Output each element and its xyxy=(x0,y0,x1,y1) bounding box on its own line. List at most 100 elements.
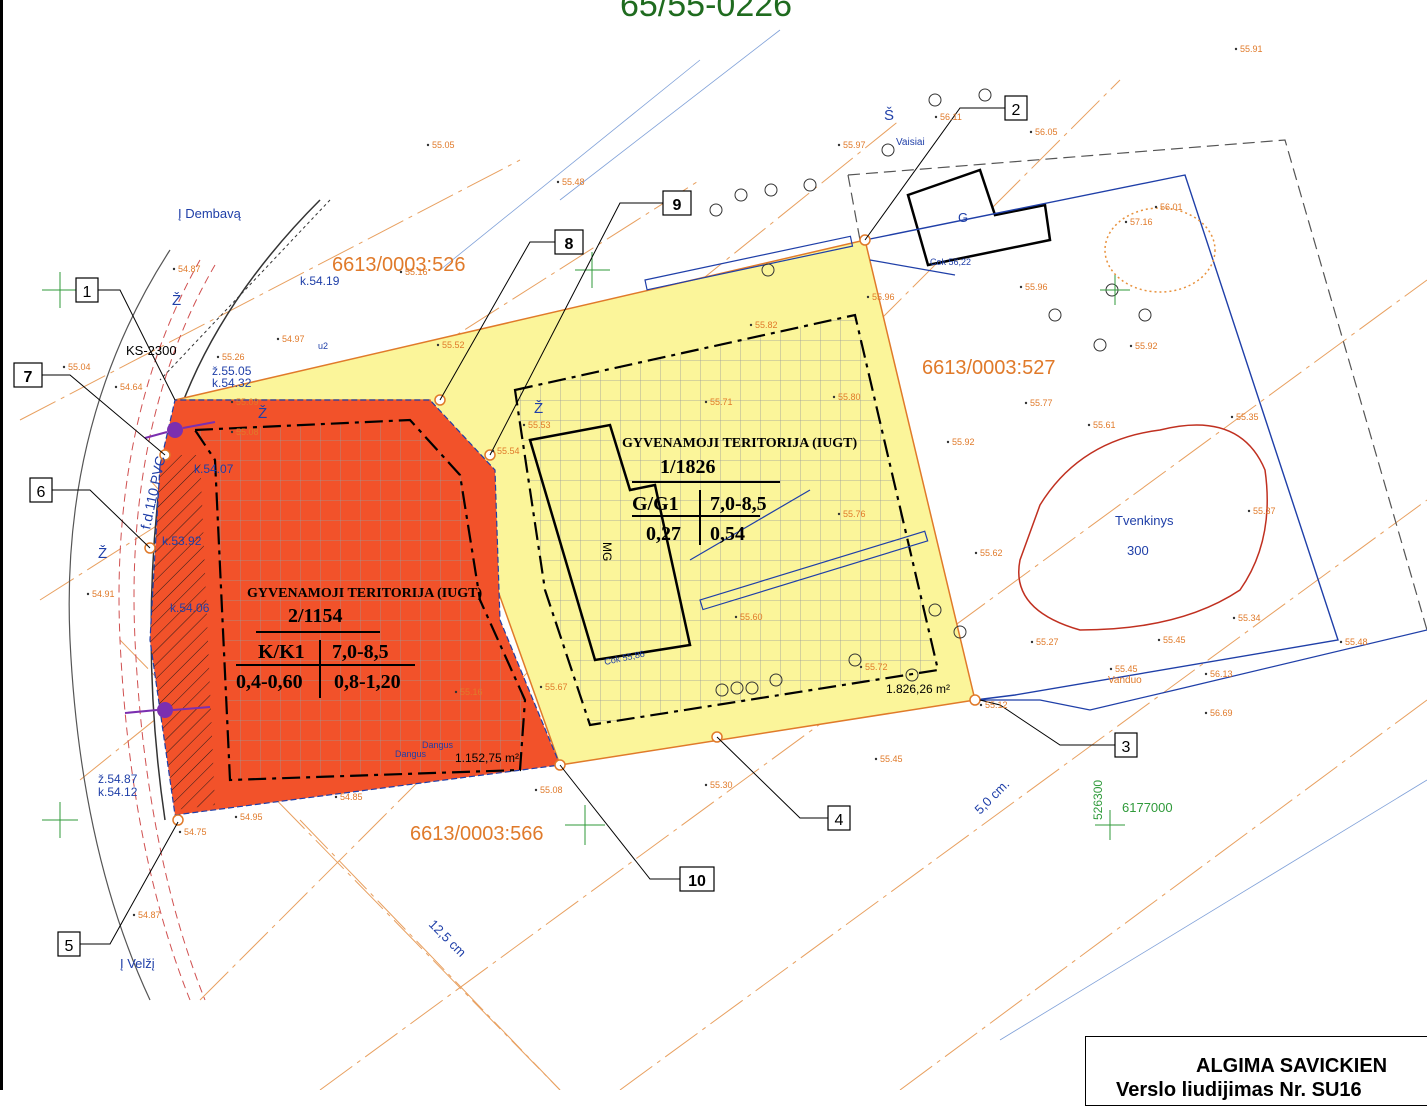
callout-box-10 xyxy=(679,866,715,892)
elevation-label: 55.53 xyxy=(528,420,551,430)
zone1-code: G/G1 xyxy=(632,493,679,515)
zone1-area: 1.826,26 m² xyxy=(886,682,950,696)
label-zh1: Ž xyxy=(172,292,181,309)
east-property xyxy=(847,139,1427,631)
building-mg xyxy=(528,423,692,662)
mound xyxy=(1104,207,1216,293)
k-value-1: k.54.19 xyxy=(300,274,340,288)
label-pond: Tvenkinys xyxy=(1115,513,1174,528)
elevation-point xyxy=(1154,205,1158,209)
elevation-point xyxy=(704,783,708,787)
elevation-point xyxy=(86,592,90,596)
zone1-title: GYVENAMOJI TERITORIJA (IUGT) xyxy=(622,436,858,451)
callout-boxes xyxy=(13,95,1138,957)
elevation-point xyxy=(859,665,863,669)
elevation-label: 56.01 xyxy=(1160,202,1183,212)
elevation-point xyxy=(734,615,738,619)
elevation-point xyxy=(454,690,458,694)
elevation-point xyxy=(934,115,938,119)
label-pond-value: 300 xyxy=(1127,543,1149,558)
elevation-point xyxy=(1019,285,1023,289)
label-cover1: Dangus xyxy=(422,740,454,750)
elevation-label: 54.75 xyxy=(184,827,207,837)
elevation-label: 55.26 xyxy=(222,352,245,362)
zone1-height: 7,0-8,5 xyxy=(710,493,767,515)
callout-box-1 xyxy=(75,277,99,303)
callout-box-7 xyxy=(13,362,43,388)
label-scale2: 12,5 cm xyxy=(426,917,469,960)
callout-box-5 xyxy=(57,931,81,957)
elevation-label: 54.64 xyxy=(120,382,143,392)
elevation-point xyxy=(974,551,978,555)
callout-box-2 xyxy=(1004,95,1028,121)
boundary-blue xyxy=(864,174,1339,701)
elevation-label: 55.61 xyxy=(1093,420,1116,430)
elevation-label: 54.87 xyxy=(138,910,161,920)
label-water: Vanduo xyxy=(1108,675,1142,686)
grid-lines xyxy=(439,29,1427,1041)
elevation-point xyxy=(1204,672,1208,676)
map-frame-left xyxy=(0,0,3,1090)
elevation-point xyxy=(704,400,708,404)
elevation-label: 54.95 xyxy=(240,812,263,822)
elevation-point xyxy=(172,267,176,271)
callout-10: 10 xyxy=(688,873,706,890)
elevation-point xyxy=(178,830,182,834)
label-scale1: 5,0 cm. xyxy=(972,776,1013,817)
elevation-point xyxy=(216,355,220,359)
elevation-label: 55.48 xyxy=(1345,637,1368,647)
elevation-label: 55.92 xyxy=(1135,341,1158,351)
callout-8: 8 xyxy=(565,236,574,253)
elevation-point xyxy=(1232,616,1236,620)
zone2-density: 0,4-0,60 xyxy=(236,671,303,693)
elevation-point xyxy=(979,703,983,707)
callout-box-6 xyxy=(29,477,53,503)
elevation-point xyxy=(1339,640,1343,644)
elevation-label: 55.80 xyxy=(838,392,861,402)
elevation-point xyxy=(522,423,526,427)
callout-box-8 xyxy=(554,229,584,255)
k-value-3: k.54.32 xyxy=(212,376,252,390)
zone1-number: 1/1826 xyxy=(660,456,716,478)
elevation-point xyxy=(426,143,430,147)
elevation-label: 55.37 xyxy=(1253,506,1276,516)
elevation-label: 55.16 xyxy=(405,267,428,277)
k-value-4: k.54.07 xyxy=(194,462,234,476)
elevation-point xyxy=(874,757,878,761)
elevation-point xyxy=(946,440,950,444)
callout-3: 3 xyxy=(1122,739,1131,756)
zone2-height: 7,0-8,5 xyxy=(332,641,389,663)
elevation-label: 55.16 xyxy=(460,687,483,697)
road-hatching xyxy=(150,455,215,810)
elevation-point xyxy=(1124,220,1128,224)
parcel-north: 6613/0003:526 xyxy=(332,254,465,276)
elevation-label: 55.91 xyxy=(1240,44,1263,54)
tree-markers xyxy=(709,88,1152,697)
callout-box-3 xyxy=(1114,732,1138,758)
elevation-label: 55.72 xyxy=(865,662,888,672)
k-value-7: ž.54.87 xyxy=(98,772,138,786)
direction-velziai: Į Velžį xyxy=(120,956,155,971)
callout-6: 6 xyxy=(37,484,46,501)
elevation-label: 54.91 xyxy=(92,589,115,599)
elevation-label: 55.34 xyxy=(1238,613,1261,623)
zone2-title: GYVENAMOJI TERITORIJA (IUGT) xyxy=(247,586,483,601)
elevation-label: 56.13 xyxy=(1210,669,1233,679)
elevation-label: 55.92 xyxy=(952,437,975,447)
zone2-intensity: 0,8-1,20 xyxy=(334,671,401,693)
elevation-point xyxy=(539,685,543,689)
zone1-divider xyxy=(632,481,780,545)
label-zh3: Ž xyxy=(98,545,107,562)
elevation-point xyxy=(1157,638,1161,642)
elevation-point xyxy=(832,395,836,399)
elevation-label: 55.08 xyxy=(236,427,259,437)
hydrant-marker-bottom xyxy=(124,702,211,718)
direction-dembava: Į Dembavą xyxy=(178,206,242,221)
elevation-point xyxy=(837,143,841,147)
label-cover2: Dangus xyxy=(395,749,427,759)
surveyor-name: ALGIMA SAVICKIEN xyxy=(1196,1055,1388,1077)
callout-box-4 xyxy=(827,805,851,831)
label-u2: u2 xyxy=(318,341,328,351)
